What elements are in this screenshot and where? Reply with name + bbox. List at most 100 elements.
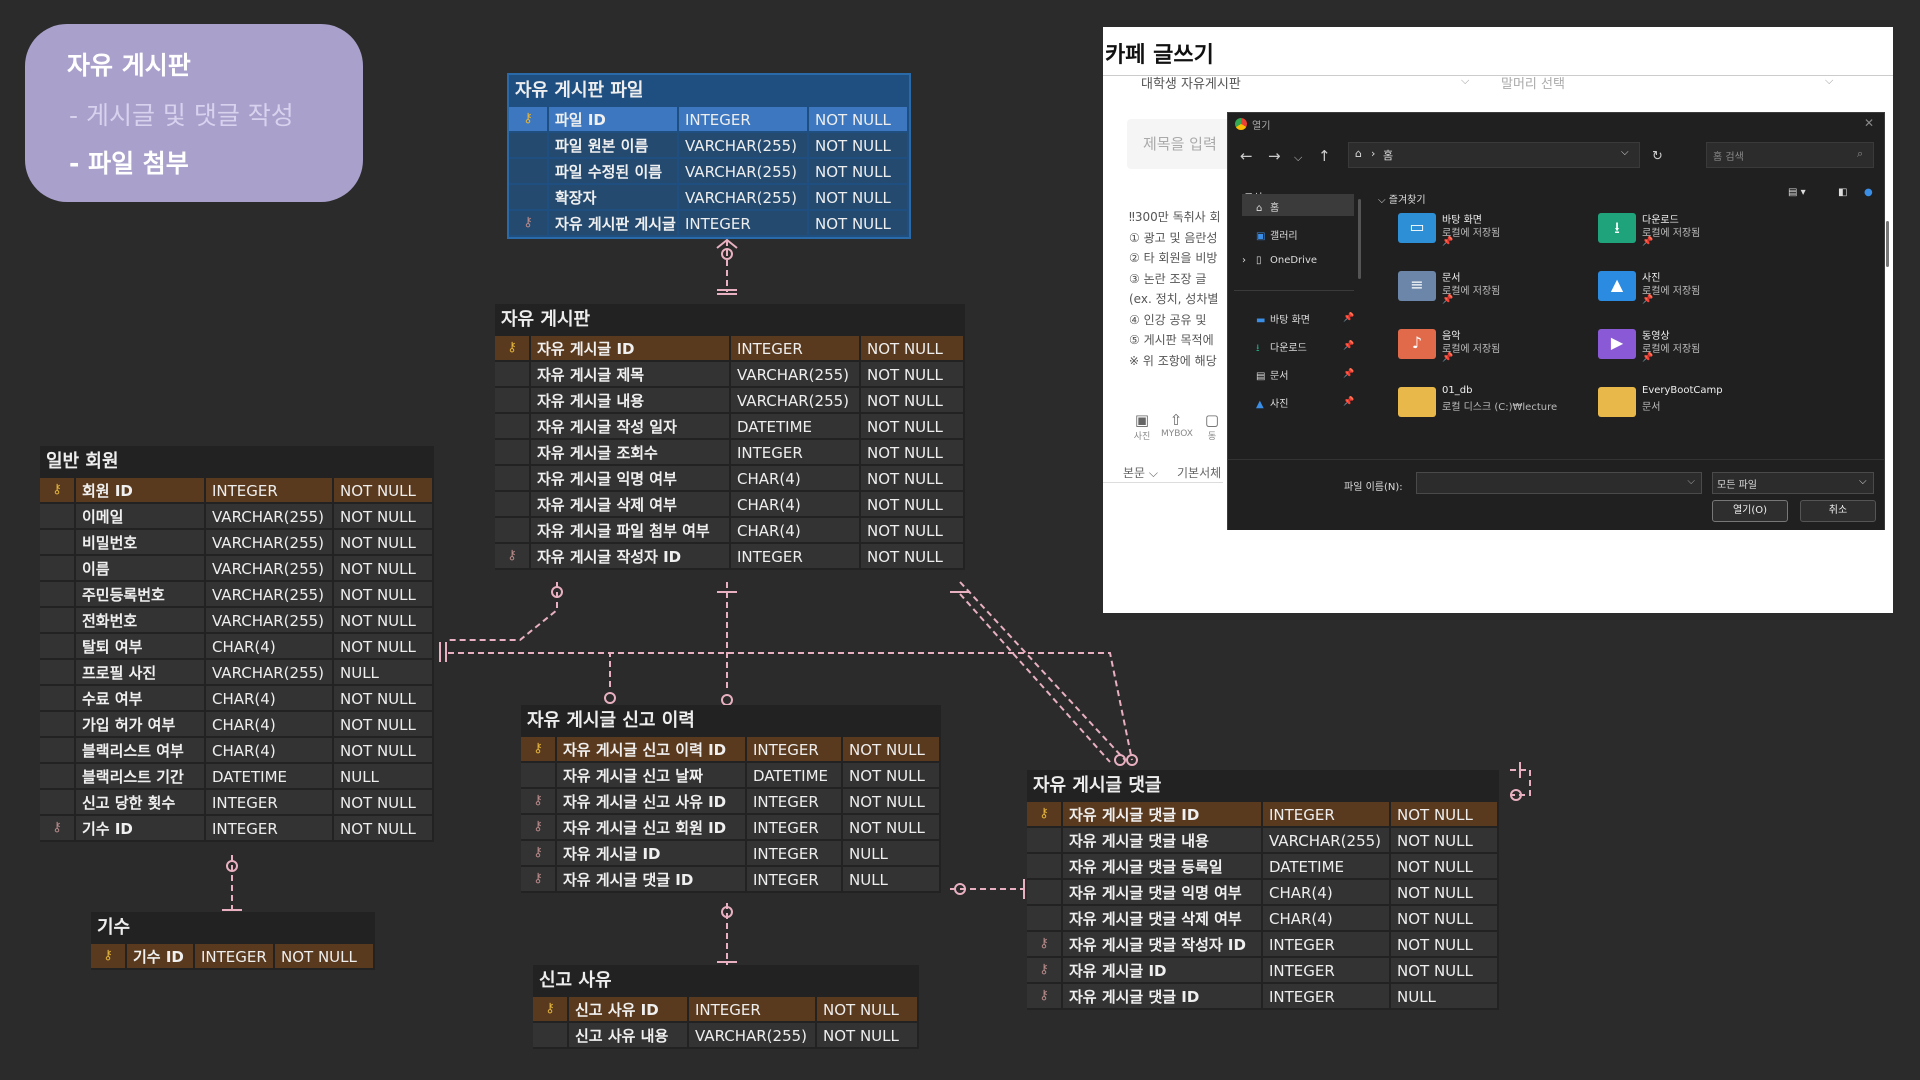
refresh-button[interactable]: ↻ (1652, 149, 1663, 164)
close-icon[interactable]: ✕ (1863, 116, 1874, 130)
content-scrollbar[interactable] (1886, 221, 1889, 267)
folder-glyph: ⭳ (1614, 218, 1620, 237)
filetype-select[interactable]: 모든 파일⌵ (1712, 472, 1874, 494)
folder-name: 바탕 화면 (1442, 215, 1482, 226)
key-cell (495, 440, 531, 466)
key-cell (509, 159, 549, 185)
nav-scrollbar[interactable] (1358, 199, 1361, 279)
column-name: 자유 게시글 파일 첨부 여부 (531, 518, 731, 544)
key-cell: ⚷ (521, 867, 557, 893)
paragraph-select[interactable]: 본문 ⌵ (1123, 466, 1159, 480)
key-cell (40, 790, 76, 816)
column-name: 파일 원본 이름 (549, 133, 679, 159)
column-name: 자유 게시글 신고 날짜 (557, 763, 747, 789)
photo-button[interactable]: ▣사진 (1127, 411, 1157, 442)
preview-pane-icon[interactable]: ◧ (1838, 187, 1848, 198)
column-null: NOT NULL (861, 388, 965, 414)
open-button[interactable]: 열기(O) (1712, 500, 1788, 522)
video-button[interactable]: ▢동 (1197, 411, 1227, 442)
header-select[interactable]: 말머리 선택 (1501, 77, 1565, 92)
column-type: DATETIME (206, 764, 334, 790)
column-type: VARCHAR(255) (731, 388, 861, 414)
column-name: 자유 게시판 게시글 ID (549, 211, 679, 237)
recent-dropdown[interactable]: ⌵ (1294, 151, 1303, 164)
key-cell (1027, 854, 1063, 880)
help-icon[interactable]: ● (1864, 187, 1873, 198)
nav-item-home[interactable]: ⌂홈 (1256, 199, 1279, 214)
column-null: NOT NULL (861, 544, 965, 570)
address-bar[interactable]: ⌂ › 홈 ⌵ (1348, 142, 1640, 168)
back-button[interactable]: ← (1240, 147, 1253, 165)
rel-member-report (448, 652, 611, 690)
key-cell: ⚷ (495, 544, 531, 570)
column-type: CHAR(4) (206, 712, 334, 738)
cancel-button[interactable]: 취소 (1800, 500, 1876, 522)
favorites-header[interactable]: ⌵ 즐겨찾기 (1378, 195, 1426, 206)
key-cell (40, 530, 76, 556)
notice-text: ‼300만 독취사 회 ① 광고 및 음란성 ② 타 회원을 비방 ③ 논란 조… (1129, 207, 1229, 371)
nav-home-selected[interactable] (1242, 194, 1354, 216)
document-icon: ▯ (1256, 255, 1262, 266)
key-cell (40, 764, 76, 790)
column-type: VARCHAR(255) (206, 504, 334, 530)
nav-item-pictures[interactable]: ▲사진 (1256, 395, 1288, 410)
nav-gallery-label: 갤러리 (1270, 231, 1298, 242)
board-select[interactable]: 대학생 자유게시판 (1141, 77, 1241, 92)
view-toggle[interactable]: ▤ ▾ (1788, 187, 1806, 198)
column-name: 주민등록번호 (76, 582, 206, 608)
nav-item-documents[interactable]: ▤문서 (1256, 367, 1288, 382)
key-cell: ⚷ (521, 789, 557, 815)
column-type: INTEGER (747, 789, 843, 815)
up-button[interactable]: ↑ (1318, 147, 1331, 165)
table-title: 자유 게시글 신고 이력 (521, 705, 941, 737)
column-name: 파일 ID (549, 107, 679, 133)
column-null: NOT NULL (334, 634, 434, 660)
column-null: NOT NULL (275, 944, 375, 970)
forward-button[interactable]: → (1268, 147, 1281, 165)
download-icon: ⭳ (1256, 343, 1260, 354)
nav-item-desktop[interactable]: ▬바탕 화면 (1256, 311, 1310, 326)
column-null: NOT NULL (334, 478, 434, 504)
column-type: CHAR(4) (206, 738, 334, 764)
search-input[interactable]: 홈 검색 ⌕ (1706, 142, 1874, 168)
filename-input[interactable]: ⌵ (1416, 472, 1702, 494)
column-name: 블랙리스트 기간 (76, 764, 206, 790)
nav-item-downloads[interactable]: ⭳다운로드 (1256, 339, 1307, 358)
column-type: INTEGER (689, 997, 817, 1023)
font-select[interactable]: 기본서체 (1177, 466, 1222, 480)
editor-toolbar: ▣사진 ⇧MYBOX ▢동 (1127, 411, 1227, 457)
nav-item-gallery[interactable]: ▣갤러리 (1256, 227, 1298, 242)
mybox-button[interactable]: ⇧MYBOX (1161, 411, 1193, 439)
column-null: NULL (843, 841, 941, 867)
column-type: INTEGER (731, 440, 861, 466)
nav-item-onedrive[interactable]: ›▯OneDrive (1242, 255, 1317, 266)
foreign-key-icon: ⚷ (1039, 936, 1049, 951)
key-cell (495, 466, 531, 492)
column-name: 블랙리스트 여부 (76, 738, 206, 764)
key-cell: ⚷ (1027, 958, 1063, 984)
rel-board-comment-b (959, 593, 1111, 763)
filename-label: 파일 이름(N): (1344, 482, 1403, 493)
search-icon: ⌕ (1857, 147, 1864, 160)
pin-icon: 📌 (1442, 295, 1454, 305)
